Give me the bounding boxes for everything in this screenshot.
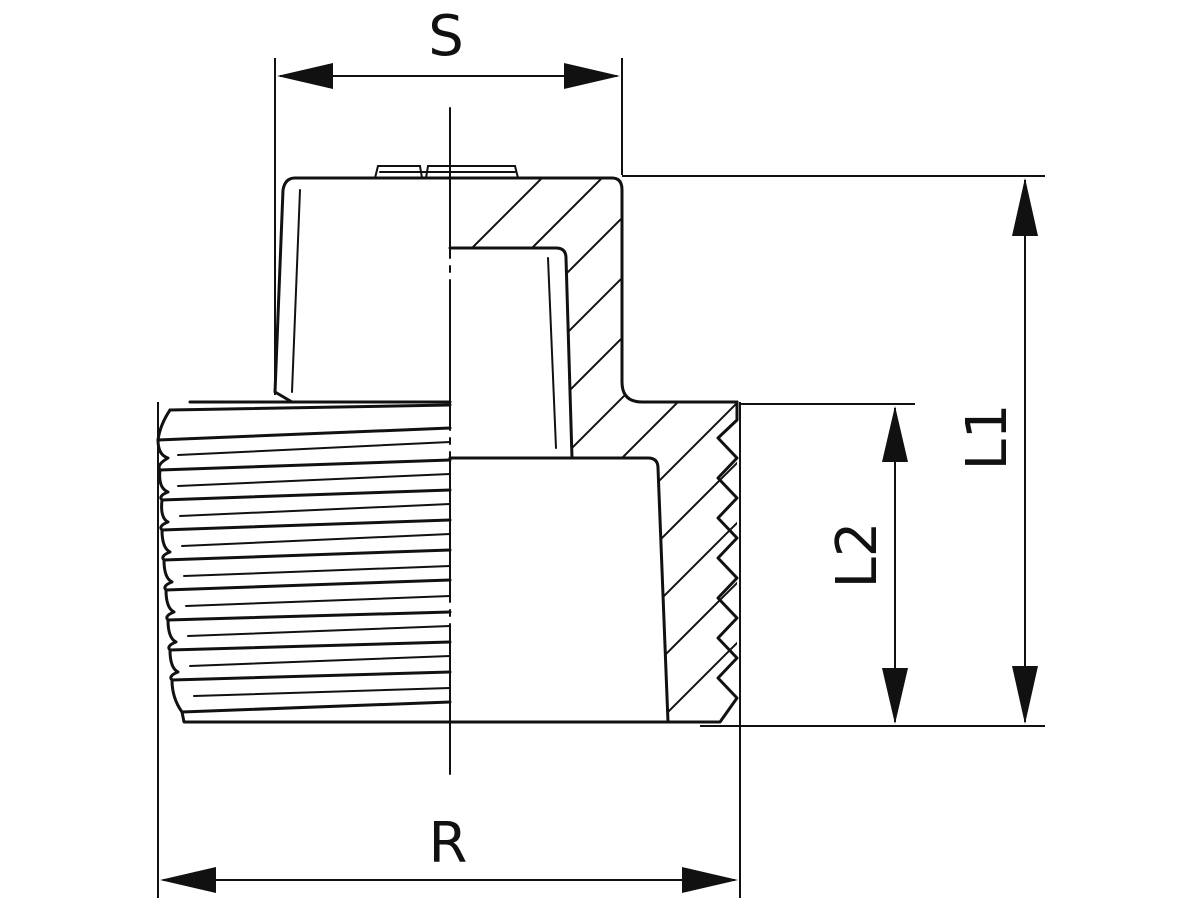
- dimension-l2: L2: [740, 403, 915, 724]
- dimension-label-l2: L2: [825, 522, 890, 589]
- dimension-label-l1: L1: [955, 404, 1020, 471]
- dimension-label-s: S: [428, 4, 464, 69]
- dimension-r: R: [157, 402, 741, 898]
- dimension-label-r: R: [429, 811, 468, 876]
- body-outline: [273, 165, 739, 724]
- dimension-s: S: [274, 4, 623, 395]
- dimension-l1: L1: [622, 175, 1045, 727]
- external-thread: [156, 400, 452, 724]
